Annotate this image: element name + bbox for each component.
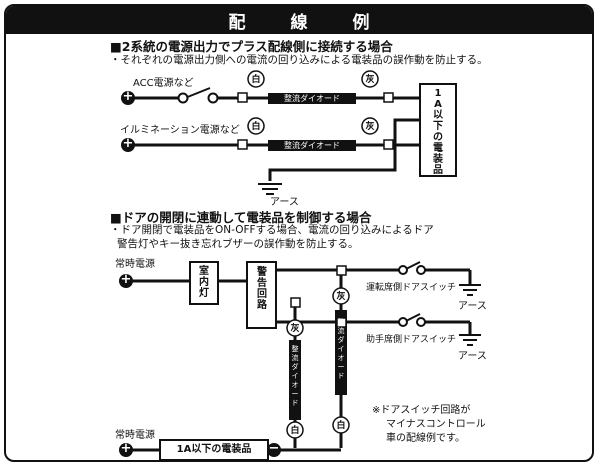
plus-icon: + [120,272,132,287]
footnote-line2: マイナスコントロール [386,419,486,430]
diode-label: 整流ダイオード [284,141,340,150]
plus-icon: + [122,136,134,151]
ground-label: アース [458,351,487,362]
footnote-line1: ※ドアスイッチ回路が [372,405,471,416]
title-bar: 配 線 例 [6,6,592,34]
gray-wire-mark: 灰 [365,75,375,85]
gray-wire-mark: 灰 [365,122,375,132]
gray-wire-mark: 灰 [336,292,346,302]
constant-power-label: 常時電源 [115,259,155,270]
diode-label-vertical: 整流ダイオード [291,345,299,407]
device-label: 1A以下の電装品 [176,444,252,455]
passenger-door-switch-label: 助手席側ドアスイッチ [366,335,457,345]
diode-2 [268,140,356,151]
plus-terminal-2 [121,138,135,152]
page-title: 配 線 例 [228,12,384,33]
plus-icon: + [120,441,132,456]
section2-heading: ■ドアの開閉に連動して電装品を制御する場合 [110,210,372,225]
plus-icon: + [122,89,134,104]
diode-1 [268,93,356,104]
plus-terminal-1 [121,91,135,105]
diode-4 [335,310,347,395]
section2-note-line2: 警告灯やキー抜き忘れブザーの誤作動を防止する。 [117,238,359,250]
minus-terminal [267,443,281,457]
illumination-source-label: イルミネーション電源など [120,125,240,136]
ground-label: アース [458,301,487,312]
diode-label-vertical: 整流ダイオード [337,318,345,380]
section2-note-line1: ・ドア開閉で電装品をON-OFFする場合、電流の回り込みによるドア [110,224,434,236]
white-wire-mark: 白 [251,122,261,132]
constant-power-label: 常時電源 [115,430,155,441]
room-light-box [189,261,219,305]
gray-wire-mark: 灰 [290,324,300,334]
acc-source-label: ACC電源など [133,78,194,89]
plus-terminal-4 [119,443,133,457]
warning-circuit-label: 警告回路 [257,267,267,311]
diagram-frame: 配 線 例 [4,4,594,462]
diode-label: 整流ダイオード [284,94,340,103]
white-wire-mark: 白 [251,75,261,85]
device-box-1 [419,83,457,177]
white-wire-mark: 白 [336,421,346,431]
section1-heading: ■2系統の電源出力でプラス配線側に接続する場合 [110,39,393,54]
warning-circuit-box [246,261,277,329]
ground-label: アース [270,197,299,208]
footnote-line3: 車の配線例です。 [386,433,465,444]
room-light-label: 室内灯 [199,266,209,299]
minus-icon: − [268,441,280,456]
section1-note: ・それぞれの電源出力側への電流の回り込みによる電装品の誤作動を防止する。 [110,54,488,66]
diode-3 [289,340,301,420]
white-wire-mark: 白 [290,426,300,436]
driver-door-switch-label: 運転席側ドアスイッチ [366,283,457,293]
device-label-vertical: 1A以下の電装品 [433,88,443,176]
plus-terminal-3 [119,274,133,288]
